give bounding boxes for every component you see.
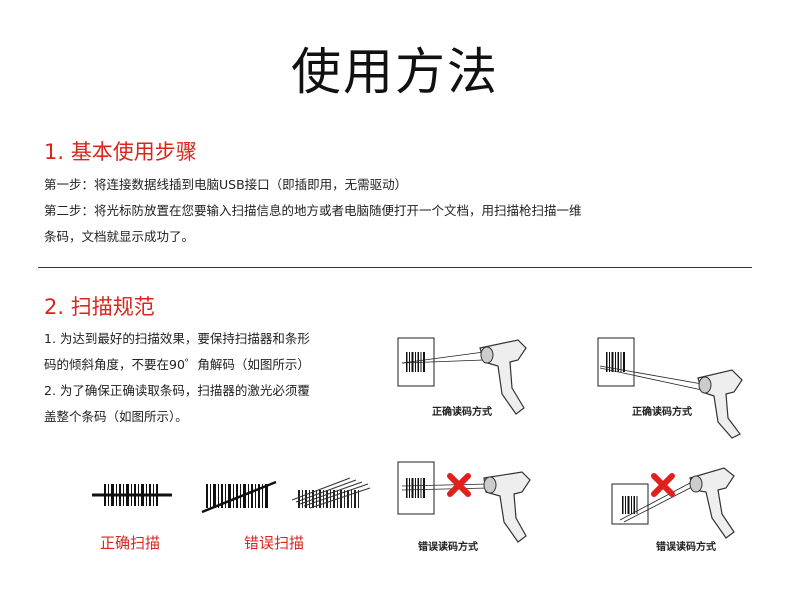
- scanner-diagram-correct-2: [597, 337, 743, 439]
- scanner-diagram-wrong-1: [397, 461, 531, 543]
- caption-wrong-1: 错误读码方式: [418, 542, 478, 553]
- rule2-line2: 盖整个条码（如图所示）。: [44, 409, 188, 424]
- step2-text-line2: 条码，文档就显示成功了。: [44, 229, 195, 244]
- step1-text: 第一步：将连接数据线插到电脑USB接口（即插即用，无需驱动）: [44, 177, 408, 192]
- caption-correct-1: 正确读码方式: [432, 407, 492, 418]
- barcode-wrong-partial-illustration: [291, 477, 371, 509]
- section2-heading: 2. 扫描规范: [44, 295, 155, 319]
- label-correct-scan: 正确扫描: [100, 534, 161, 552]
- label-wrong-scan: 错误扫描: [244, 534, 305, 552]
- rule1-line2: 码的倾斜角度，不要在90゜角解码（如图所示）: [44, 357, 310, 372]
- scanner-diagram-wrong-2: [611, 467, 735, 539]
- section1-heading: 1. 基本使用步骤: [44, 140, 197, 164]
- section-divider: [38, 267, 752, 268]
- page-title: 使用方法: [291, 43, 499, 101]
- scanner-diagram-correct-1: [397, 337, 527, 415]
- barcode-correct-illustration: [92, 484, 172, 506]
- caption-correct-2: 正确读码方式: [632, 407, 692, 418]
- caption-wrong-2: 错误读码方式: [656, 542, 716, 553]
- rule2-line1: 2. 为了确保正确读取条码，扫描器的激光必须覆: [44, 383, 310, 398]
- rule1-line1: 1. 为达到最好的扫描效果，要保持扫描器和条形: [44, 331, 310, 346]
- barcode-wrong-tilted-illustration: [201, 480, 277, 514]
- step2-text-line1: 第二步：将光标防放置在您要输入扫描信息的地方或者电脑随便打开一个文档，用扫描枪扫…: [44, 203, 582, 218]
